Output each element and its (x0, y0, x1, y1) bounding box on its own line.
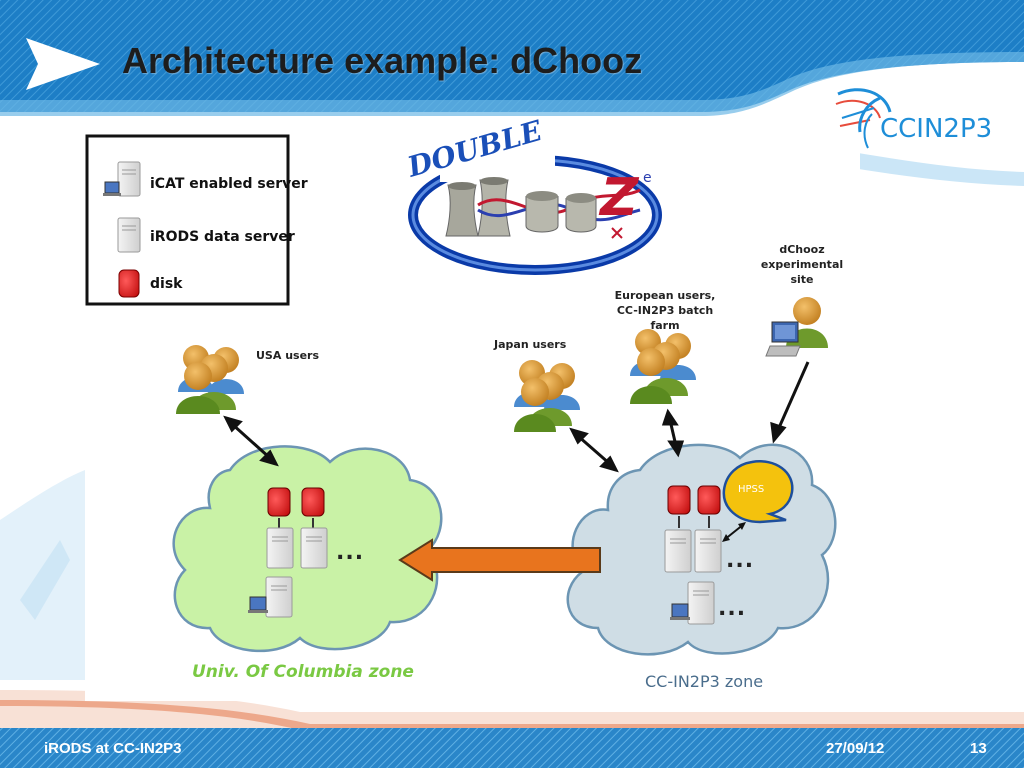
ccin2p3-data-server-2 (694, 529, 722, 573)
ccin2p3-more-servers: ... (726, 548, 755, 573)
footer-page-number: 13 (970, 740, 987, 757)
double-chooz-logo (408, 152, 662, 275)
legend-box (85, 134, 290, 306)
columbia-data-server-1 (266, 527, 294, 569)
logo-e-super: e (643, 170, 652, 186)
legend-icat-label: iCAT enabled server (150, 176, 308, 192)
legend-disk-icon (118, 269, 140, 298)
legend-icat-server-icon (103, 161, 141, 197)
ccin2p3-disk-2 (697, 485, 721, 515)
footer-left-text: iRODS at CC-IN2P3 (44, 740, 182, 757)
japan-users-arrow (569, 427, 619, 473)
european-users-line-2: CC-IN2P3 batch (616, 304, 714, 317)
japan-users-label: Japan users (494, 338, 567, 351)
hpss-icon (722, 460, 794, 524)
slide-title: Architecture example: dChooz (122, 40, 643, 81)
ccin2p3-more-icat: ... (718, 596, 747, 621)
european-users-arrow (661, 408, 685, 458)
dchooz-site-icon (765, 297, 828, 357)
dchooz-site-line-3: site (790, 273, 814, 286)
header-arrow-icon (26, 38, 100, 90)
ccin2p3-icat-server (670, 581, 715, 625)
columbia-disk-1 (267, 487, 291, 517)
european-users-line-3: farm (650, 319, 680, 332)
usa-users-icon (176, 345, 244, 414)
columbia-data-server-2 (300, 527, 328, 569)
dchooz-site-arrow (770, 361, 810, 444)
legend-data-server-icon (117, 217, 141, 253)
ccin2p3-zone-label: CC-IN2P3 zone (645, 672, 764, 691)
european-users-icon (630, 329, 696, 404)
replication-arrow (398, 538, 601, 582)
usa-users-label: USA users (256, 349, 320, 362)
ccin2p3-data-server-1 (664, 529, 692, 573)
columbia-icat-server (248, 576, 293, 618)
legend-disk-label: disk (150, 276, 183, 292)
ccin2p3-disk-1 (667, 485, 691, 515)
logo-text: CCIN2P3 (880, 114, 993, 144)
footer-date: 27/09/12 (826, 740, 885, 757)
european-users-label: European users, CC-IN2P3 batch farm (606, 288, 724, 333)
ccin2p3-logo (835, 88, 892, 149)
dchooz-site-label: dChooz experimental site (756, 242, 848, 287)
columbia-disk-2 (301, 487, 325, 517)
dchooz-site-line-2: experimental (760, 258, 844, 271)
japan-users-icon (514, 360, 580, 432)
columbia-more-servers: ... (336, 540, 365, 565)
hpss-label: HPSS (738, 484, 765, 495)
dchooz-site-line-1: dChooz (779, 243, 825, 256)
legend-data-server-label: iRODS data server (150, 229, 295, 245)
european-users-line-1: European users, (614, 289, 716, 302)
usa-users-arrow (223, 415, 279, 467)
columbia-zone-label: Univ. Of Columbia zone (192, 662, 414, 682)
